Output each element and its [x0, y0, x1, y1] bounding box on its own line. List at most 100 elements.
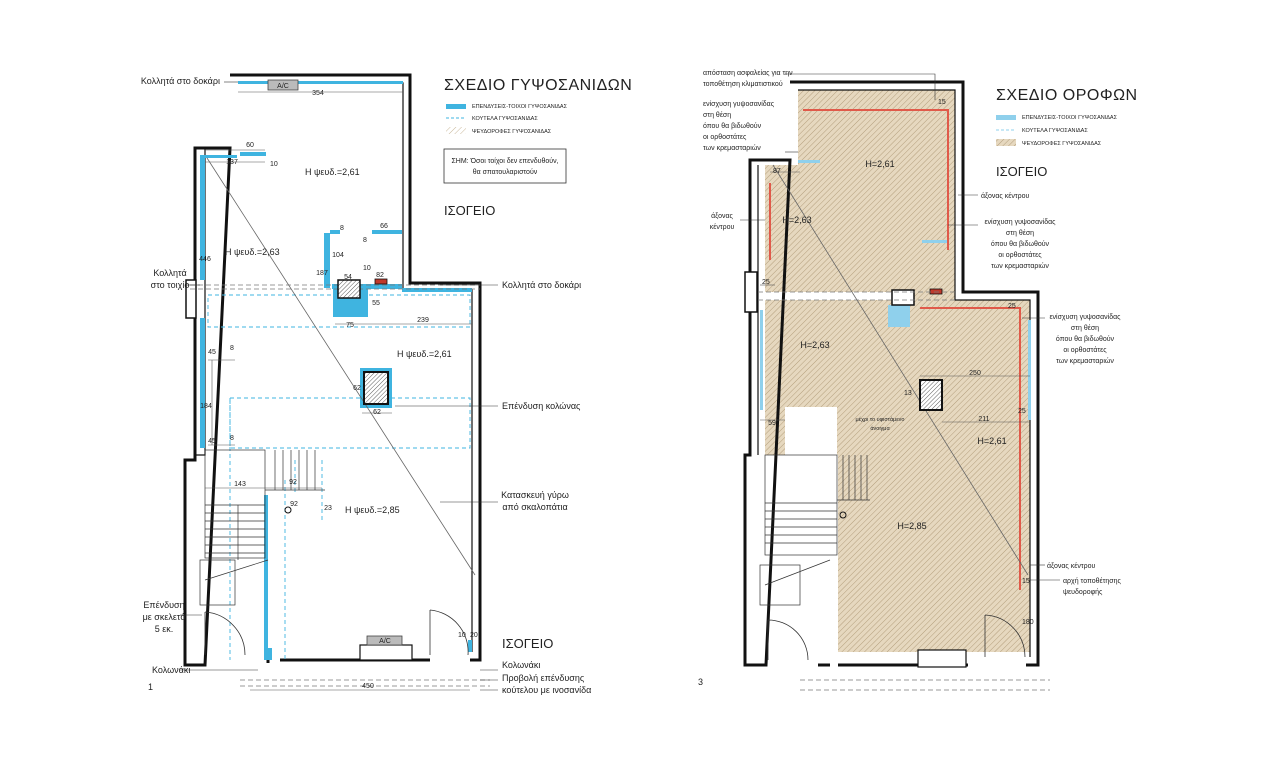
plan1-threshold [359, 644, 413, 661]
plan1-page-number: 1 [148, 682, 153, 692]
plan1-height-3: Η ψευδ.=2,61 [397, 349, 452, 359]
plan1-note-box [443, 148, 567, 184]
plan2-reinf-b-3: όπου θα βιδωθούν [991, 240, 1050, 248]
plan2-start-2: ψευδοροφής [1063, 589, 1103, 596]
plan1-label-projection-1: Προβολή επένδυσης [502, 673, 585, 683]
plan2-outer-wall [743, 80, 1040, 667]
plan2-start-1: αρχή τοποθέτησης [1063, 577, 1122, 585]
plan2-landing-marker [839, 511, 847, 519]
plan1-label-wall: Κολλητά [153, 268, 186, 278]
plan2-reinf-c-3: όπου θα βιδωθούν [1056, 335, 1115, 343]
plan2-wall-stub [744, 271, 758, 313]
plan2-projections [758, 291, 1050, 691]
plan1-floor-label: ΙΣΟΓΕΙΟ [502, 636, 553, 651]
plan2-legend-swatch-solid [996, 115, 1016, 120]
plan1-subtitle: ΙΣΟΓΕΙΟ [444, 203, 495, 218]
plan2-legend-swatch-hatch [996, 139, 1016, 146]
plan1-note-line-2: θα σπατουλαριστούν [473, 168, 538, 176]
plan2-dim-87: 87 [773, 168, 781, 175]
plan1-dim-66: 66 [380, 223, 388, 230]
plan2-threshold [917, 649, 967, 668]
plan2-ac-distance-2: τοποθέτηση κλιματιστικού [703, 80, 783, 88]
plan2-reinf-b-1: ενίσχυση γυψοσανίδας [984, 218, 1056, 226]
plan1-label-projection-2: κούτελου με ινοσανίδα [502, 685, 591, 695]
plan1-legend-label-2: ΚΟΥΤΕΛΑ ΓΥΨΟΣΑΝΙΔΑΣ [472, 116, 538, 122]
plan2-height-5: H=2,85 [897, 521, 926, 531]
plan1-diagonal [206, 157, 476, 576]
plan1-label-column: Επένδυση κολώνας [502, 401, 581, 411]
plan2-reinf-a-3: όπου θα βιδωθούν [703, 122, 762, 130]
plan2-radiator [929, 288, 943, 295]
plan1-dim-8a: 8 [340, 225, 344, 232]
plan2-reinf-a-5: των κρεμασταριών [703, 144, 761, 152]
plan1-drawing [180, 73, 567, 691]
plan2-dim-250: 250 [969, 370, 981, 377]
plan2-opening-2: άνοιγμα [870, 425, 890, 432]
plan1-radiator [374, 278, 388, 285]
plan2-ac-distance-1: απόσταση ασφαλείας για την [703, 69, 793, 77]
plan1-ac-bottom-label: A/C [379, 638, 391, 645]
plan1-dim-8c: 8 [230, 345, 234, 352]
plan1-note-line-1: ΣΗΜ: Όσοι τοίχοι δεν επενδυθούν, [451, 157, 558, 165]
plan1-dim-446: 446 [199, 256, 211, 263]
plan2-page-number: 3 [698, 677, 703, 687]
plan1-label-cladding-2: με σκελετό [143, 612, 186, 622]
plan1-dim-187: 187 [316, 270, 328, 277]
plan2-reinf-a-4: οι ορθοστάτες [703, 133, 747, 141]
plan2-title: ΣΧΕΔΙΟ ΟΡΟΦΩΝ [996, 87, 1138, 104]
plan2-reinf-c-1: ενίσχυση γυψοσανίδας [1049, 313, 1121, 321]
plan2-legend-label-3: ΨΕΥΔΟΡΟΦΕΣ ΓΥΨΟΣΑΝΙΔΑΣ [1022, 141, 1102, 147]
plan1-dim-20: 20 [470, 632, 478, 639]
plan1-title: ΣΧΕΔΙΟ ΓΥΨΟΣΑΝΙΔΩΝ [444, 77, 632, 94]
plan1-height-4: Η ψευδ.=2,85 [345, 505, 400, 515]
plan2-dim-13: 13 [904, 390, 912, 397]
plan1-ac-top [267, 79, 299, 91]
plan2-reinf-c-5: των κρεμασταριών [1056, 357, 1114, 365]
plan1-legend-swatch-solid [446, 104, 466, 109]
plan1-dim-184: 184 [200, 403, 212, 410]
plan2-height-2: H=2,63 [782, 215, 811, 225]
plan1-dim-60: 60 [246, 142, 254, 149]
plan2-reinf-b-2: στη θέση [1006, 229, 1034, 237]
plan2-height-4: H=2,61 [977, 436, 1006, 446]
plan1-column-2 [363, 371, 389, 405]
plan1-cladding [200, 81, 472, 660]
plan1-dim-62a: 62 [353, 385, 361, 392]
plan1-dim-143: 143 [234, 481, 246, 488]
plan2-axis-center: άξονας κέντρου [981, 192, 1030, 200]
plan1-dim-354: 354 [312, 90, 324, 97]
plan1-column-1 [337, 279, 361, 299]
plan2-door-left [767, 619, 809, 661]
plan2-reinf-a-1: ενίσχυση γυψοσανίδας [703, 100, 775, 108]
plan1-dim-8b: 8 [363, 237, 367, 244]
plan1-label-beam-top: Κολλητά στο δοκάρι [141, 76, 220, 86]
plan2-reinf-c-4: οι ορθοστάτες [1063, 346, 1107, 354]
plan1-door-right [429, 609, 469, 656]
plan2-axis-bottom: άξονας κέντρου [1047, 562, 1096, 570]
plan1-dim-75: 75 [346, 322, 354, 329]
plan2-reinf-c-2: στη θέση [1071, 324, 1099, 332]
plan1-dim-55: 55 [372, 300, 380, 307]
plan1-projections [190, 284, 490, 687]
plan1-dim-45a: 45 [208, 349, 216, 356]
plan2-legend-label-2: ΚΟΥΤΕΛΑ ΓΥΨΟΣΑΝΙΔΑΣ [1022, 128, 1088, 134]
plan1-dim-10c: 10 [458, 632, 466, 639]
plan2-axis-left-1: άξονας [711, 212, 733, 220]
plan2-stairs [759, 454, 870, 606]
plan2-opening-1: μέχρι το υφιστάμενο [856, 416, 905, 423]
plan1-dim-450: 450 [362, 683, 374, 690]
plan2-reinf-b-5: των κρεμασταριών [991, 262, 1049, 270]
plan2-ceiling-fill [765, 90, 1030, 652]
plan1-label-cladding-3: 5 εκ. [155, 624, 174, 634]
plan1-label-beam-right: Κολλητά στο δοκάρι [502, 280, 581, 290]
plan2-reinf-b-4: οι ορθοστάτες [998, 251, 1042, 259]
plan1-legend-label-3: ΨΕΥΔΟΡΟΦΕΣ ΓΥΨΟΣΑΝΙΔΑΣ [472, 129, 552, 135]
plan1-landing-marker [284, 506, 292, 514]
plan1-legend-label-1: ΕΠΕΝΔΥΣΕΙΣ-ΤΟΙΧΟΙ ΓΥΨΟΣΑΝΙΔΑΣ [472, 104, 568, 110]
plan1-label-stair-1: Κατασκευή γύρω [501, 490, 569, 500]
plan2-opening-area [785, 407, 837, 457]
plan2-corridor-gap [758, 292, 898, 300]
plan2-dim-25c: 25 [1008, 303, 1016, 310]
